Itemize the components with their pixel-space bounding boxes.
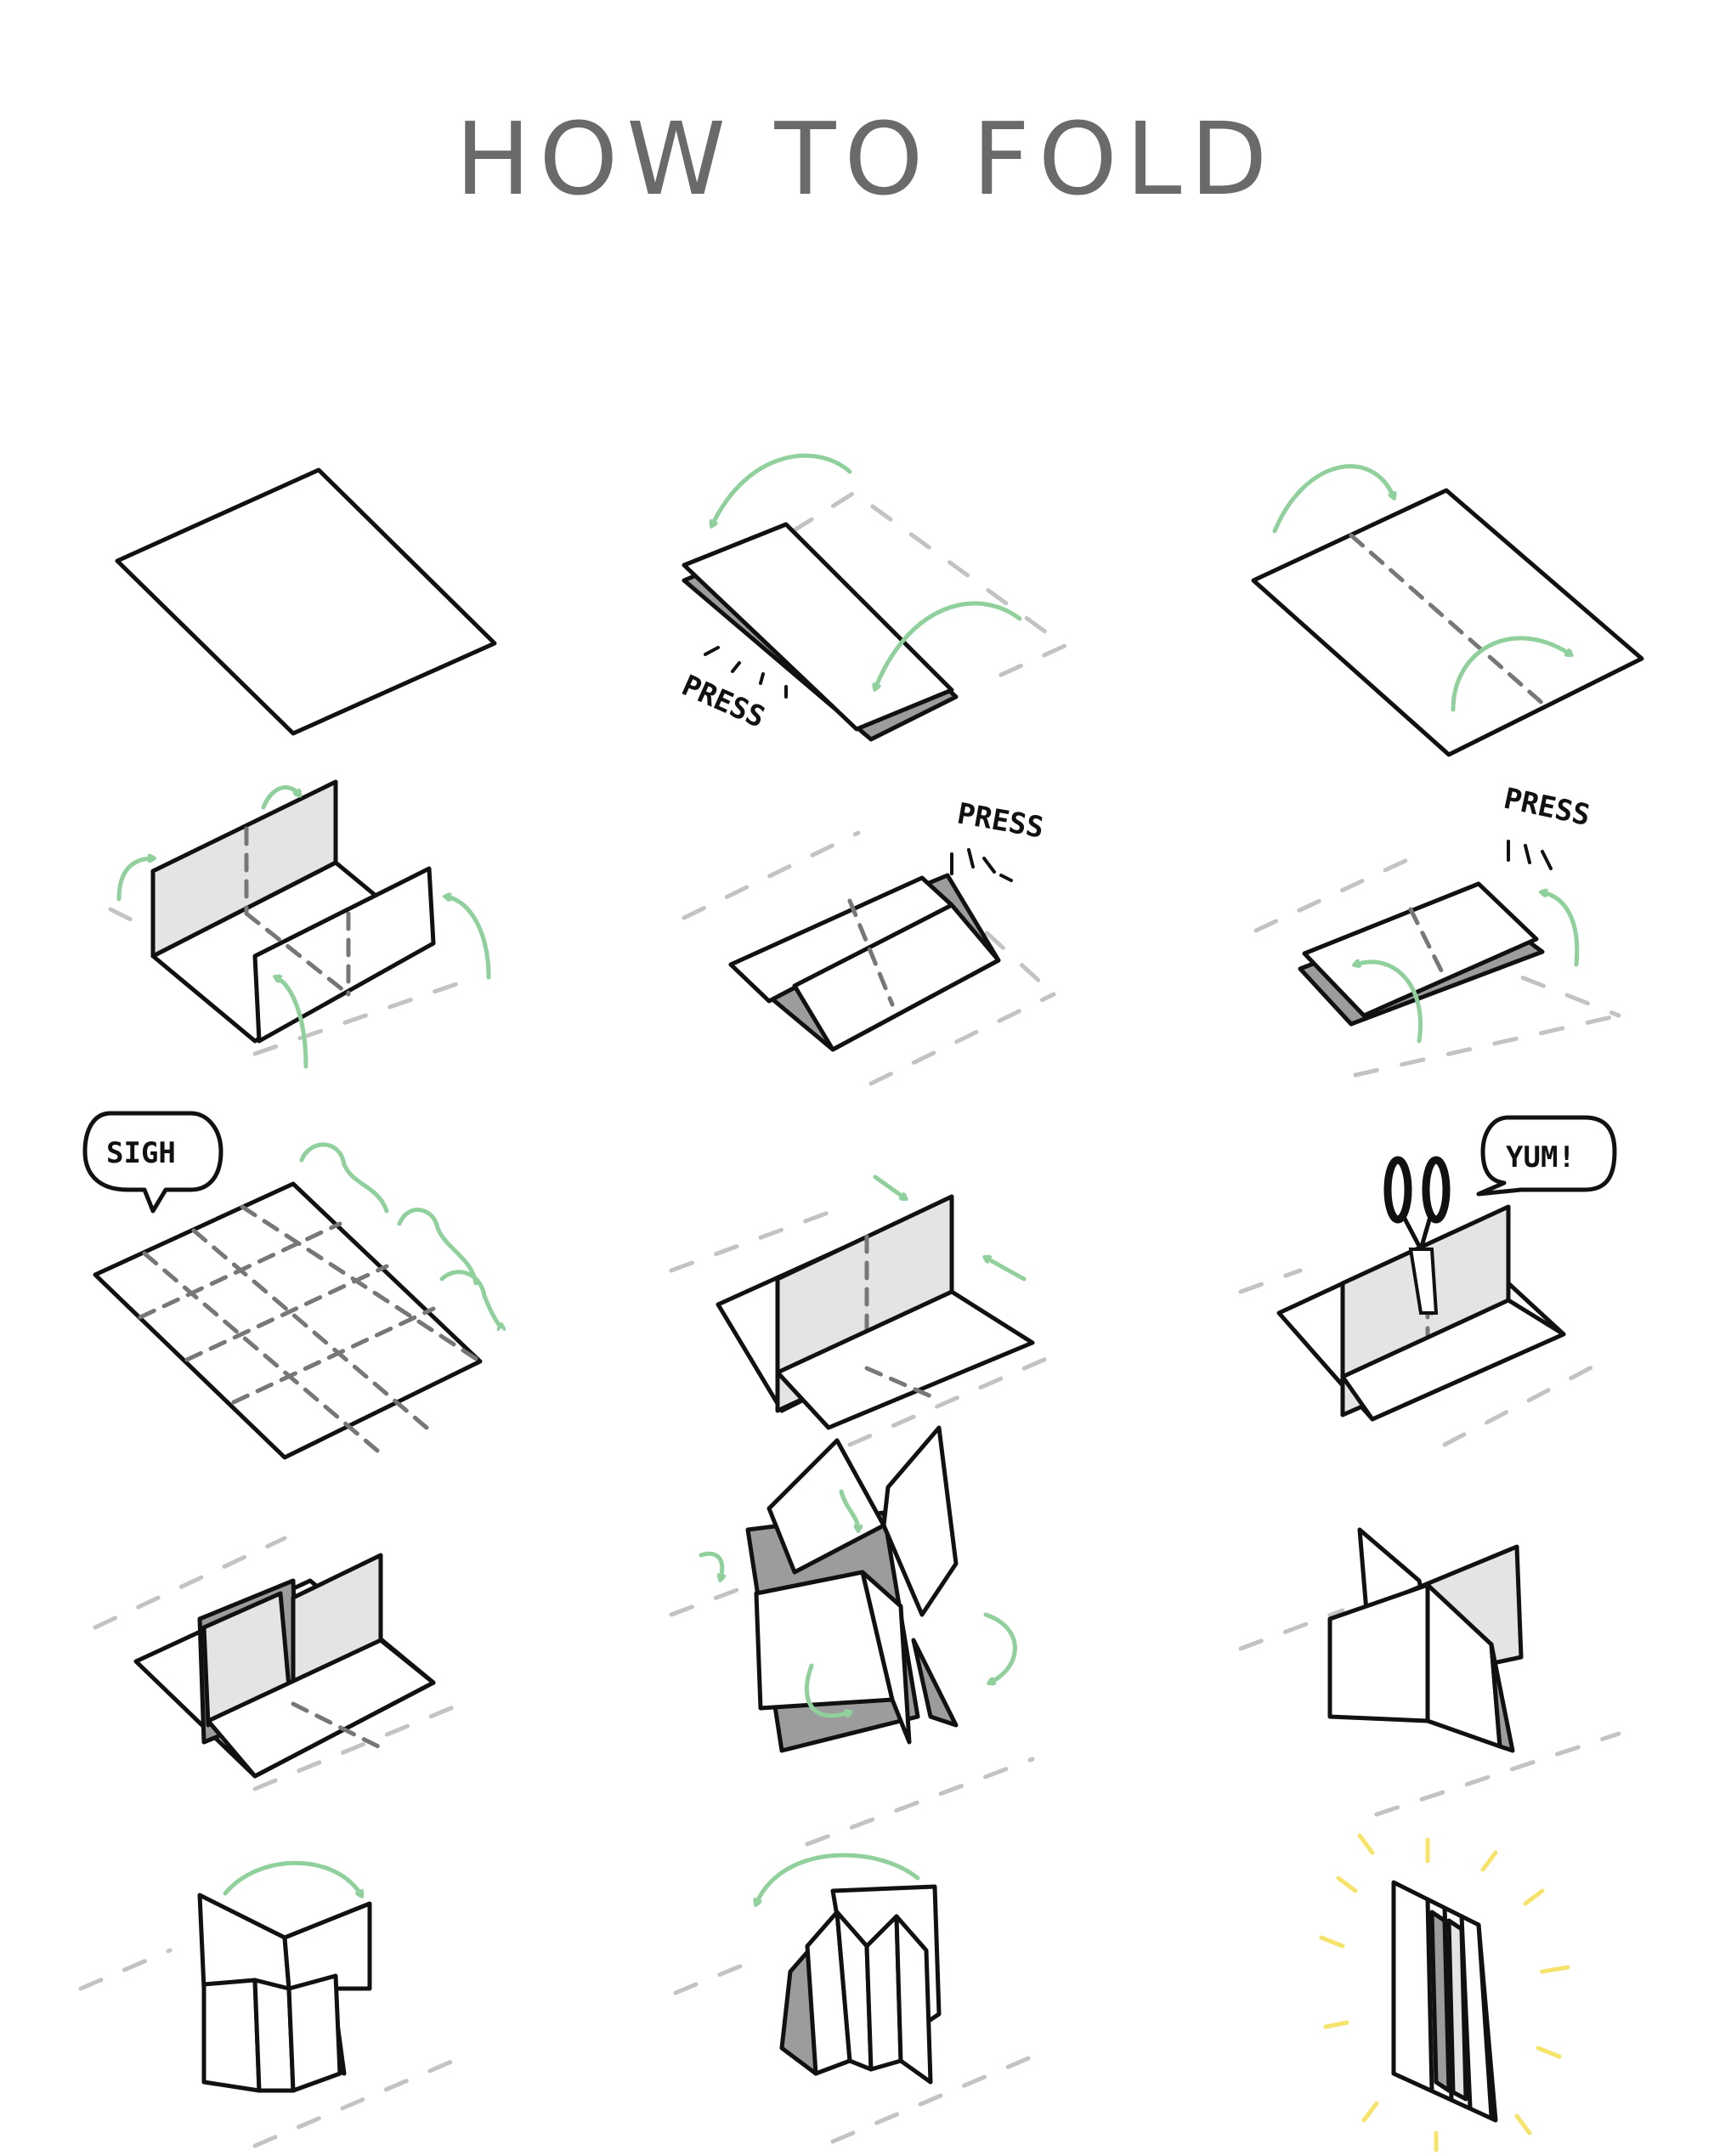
step-4-edges-up: [108, 779, 491, 1069]
speech-bubble-icon: YUM!: [1476, 1115, 1617, 1197]
step-11-form-cross: [669, 1425, 1035, 1847]
sigh-label: SIGH: [106, 1136, 176, 1170]
press-lines: [704, 646, 788, 699]
step-13-collapse: [78, 1860, 466, 2148]
press-lines: [950, 848, 1013, 882]
step-8-fold-upright: [669, 1174, 1056, 1447]
step-7-unfold-grid: SIGH: [82, 1111, 501, 1460]
step-3-unfold-fold-line: [1251, 464, 1644, 757]
step-10-push-center: [93, 1536, 474, 1791]
shine-rays-icon: [1319, 1833, 1570, 2153]
press-label: PRESS: [676, 669, 770, 735]
press-label: PRESS: [954, 796, 1046, 845]
step-5-edges-in: PRESS: [682, 796, 1056, 1086]
press-lines: [1507, 840, 1553, 870]
step-2-fold-half: PRESS: [676, 453, 1069, 742]
step-6-fold-strip: PRESS: [1253, 782, 1621, 1078]
scissors-icon: [1383, 1156, 1451, 1316]
step-14-close-book: [673, 1853, 1035, 2144]
step-9-cut-slit: YUM!: [1238, 1115, 1617, 1447]
step-15-finished-book: [1319, 1833, 1570, 2153]
press-label: PRESS: [1501, 782, 1592, 833]
step-1-flat-sheet: [115, 467, 497, 736]
yum-label: YUM!: [1506, 1140, 1575, 1174]
speech-bubble-icon: SIGH: [82, 1111, 223, 1214]
step-12-standing-cross: [1238, 1527, 1621, 1817]
page-title: HOW TO FOLD: [455, 100, 1276, 218]
